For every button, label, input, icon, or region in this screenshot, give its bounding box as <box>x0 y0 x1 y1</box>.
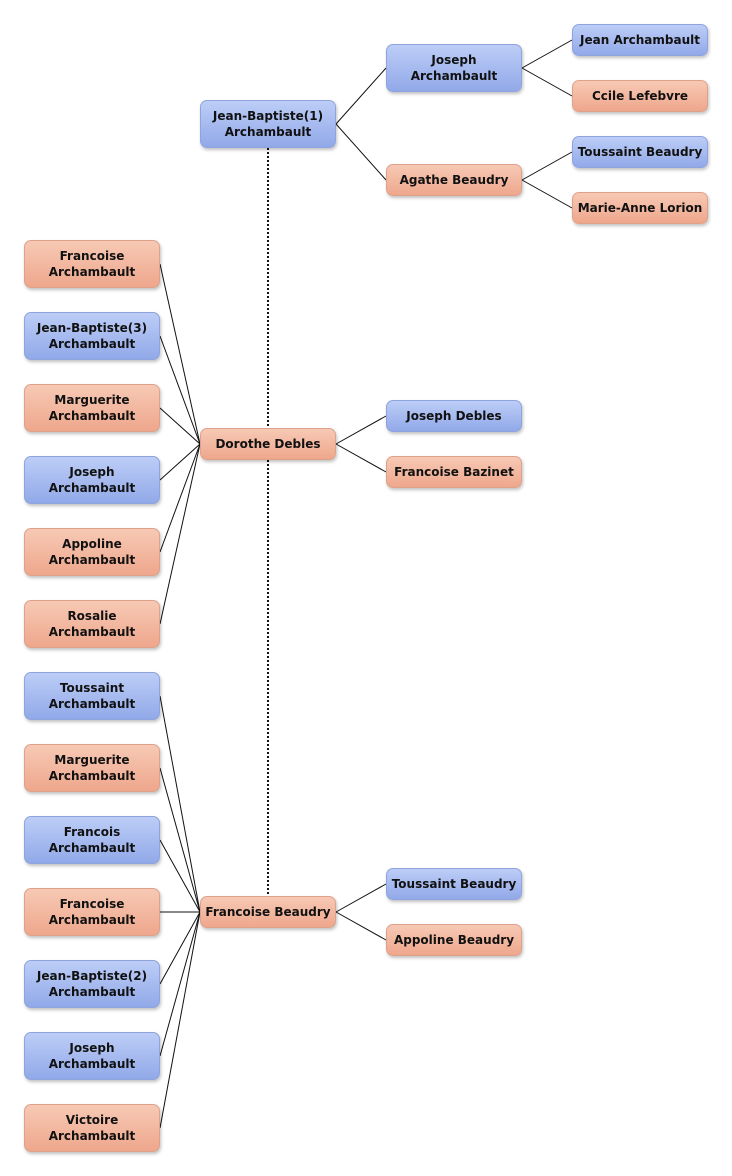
person-jb1[interactable]: Jean-Baptiste(1)Archambault <box>200 100 336 148</box>
person-name: Jean-Baptiste(3)Archambault <box>36 321 148 351</box>
parent-link <box>335 67 387 125</box>
person-name: Francoise Bazinet <box>394 465 514 479</box>
child-link <box>159 335 201 445</box>
parent-link <box>335 415 387 445</box>
child-link <box>159 443 201 481</box>
person-appoline-beaudry[interactable]: Appoline Beaudry <box>386 924 522 956</box>
person-name: Toussaint Beaudry <box>391 877 517 891</box>
person-name: Ccile Lefebvre <box>591 89 689 103</box>
person-joseph-debles[interactable]: Joseph Debles <box>386 400 522 432</box>
person-dorothe-debles[interactable]: Dorothe Debles <box>200 428 336 460</box>
person-name: Dorothe Debles <box>215 437 321 451</box>
person-name: Jean Archambault <box>580 33 700 47</box>
connector-lines <box>159 39 573 1129</box>
person-name: Marie-Anne Lorion <box>577 201 703 215</box>
child-link <box>159 695 201 913</box>
parent-link <box>521 179 573 209</box>
child-link <box>159 263 201 445</box>
person-francoise-beaudry[interactable]: Francoise Beaudry <box>200 896 336 928</box>
person-agathe-beaudry[interactable]: Agathe Beaudry <box>386 164 522 196</box>
parent-link <box>335 911 387 941</box>
child-jean-baptiste-3-archambault[interactable]: Jean-Baptiste(3)Archambault <box>24 312 160 360</box>
child-link <box>159 911 201 985</box>
person-name: Agathe Beaudry <box>399 173 509 187</box>
parent-link <box>521 151 573 181</box>
person-toussaint-beaudry[interactable]: Toussaint Beaudry <box>386 868 522 900</box>
person-jean-archambault[interactable]: Jean Archambault <box>572 24 708 56</box>
person-marie-anne-lorion[interactable]: Marie-Anne Lorion <box>572 192 708 224</box>
person-name: Jean-Baptiste(2)Archambault <box>36 969 148 999</box>
parent-link <box>521 67 573 97</box>
child-link <box>159 911 201 1057</box>
child-link <box>159 911 201 1129</box>
person-name: Francoise Beaudry <box>205 905 331 919</box>
parent-link <box>521 39 573 69</box>
child-jean-baptiste-2-archambault[interactable]: Jean-Baptiste(2)Archambault <box>24 960 160 1008</box>
child-link <box>159 443 201 625</box>
parent-link <box>335 123 387 181</box>
person-name: Toussaint Beaudry <box>577 145 703 159</box>
person-name: Joseph Debles <box>406 409 502 423</box>
child-link <box>159 407 201 445</box>
child-link <box>159 839 201 913</box>
person-toussaint-beaudry-grandparent[interactable]: Toussaint Beaudry <box>572 136 708 168</box>
person-ccile-lefebvre[interactable]: Ccile Lefebvre <box>572 80 708 112</box>
child-link <box>159 767 201 913</box>
child-link <box>159 443 201 553</box>
person-name: Appoline Beaudry <box>393 933 515 947</box>
person-name: Jean-Baptiste(1)Archambault <box>212 109 324 139</box>
parent-link <box>335 443 387 473</box>
person-francoise-bazinet[interactable]: Francoise Bazinet <box>386 456 522 488</box>
parent-link <box>335 883 387 913</box>
